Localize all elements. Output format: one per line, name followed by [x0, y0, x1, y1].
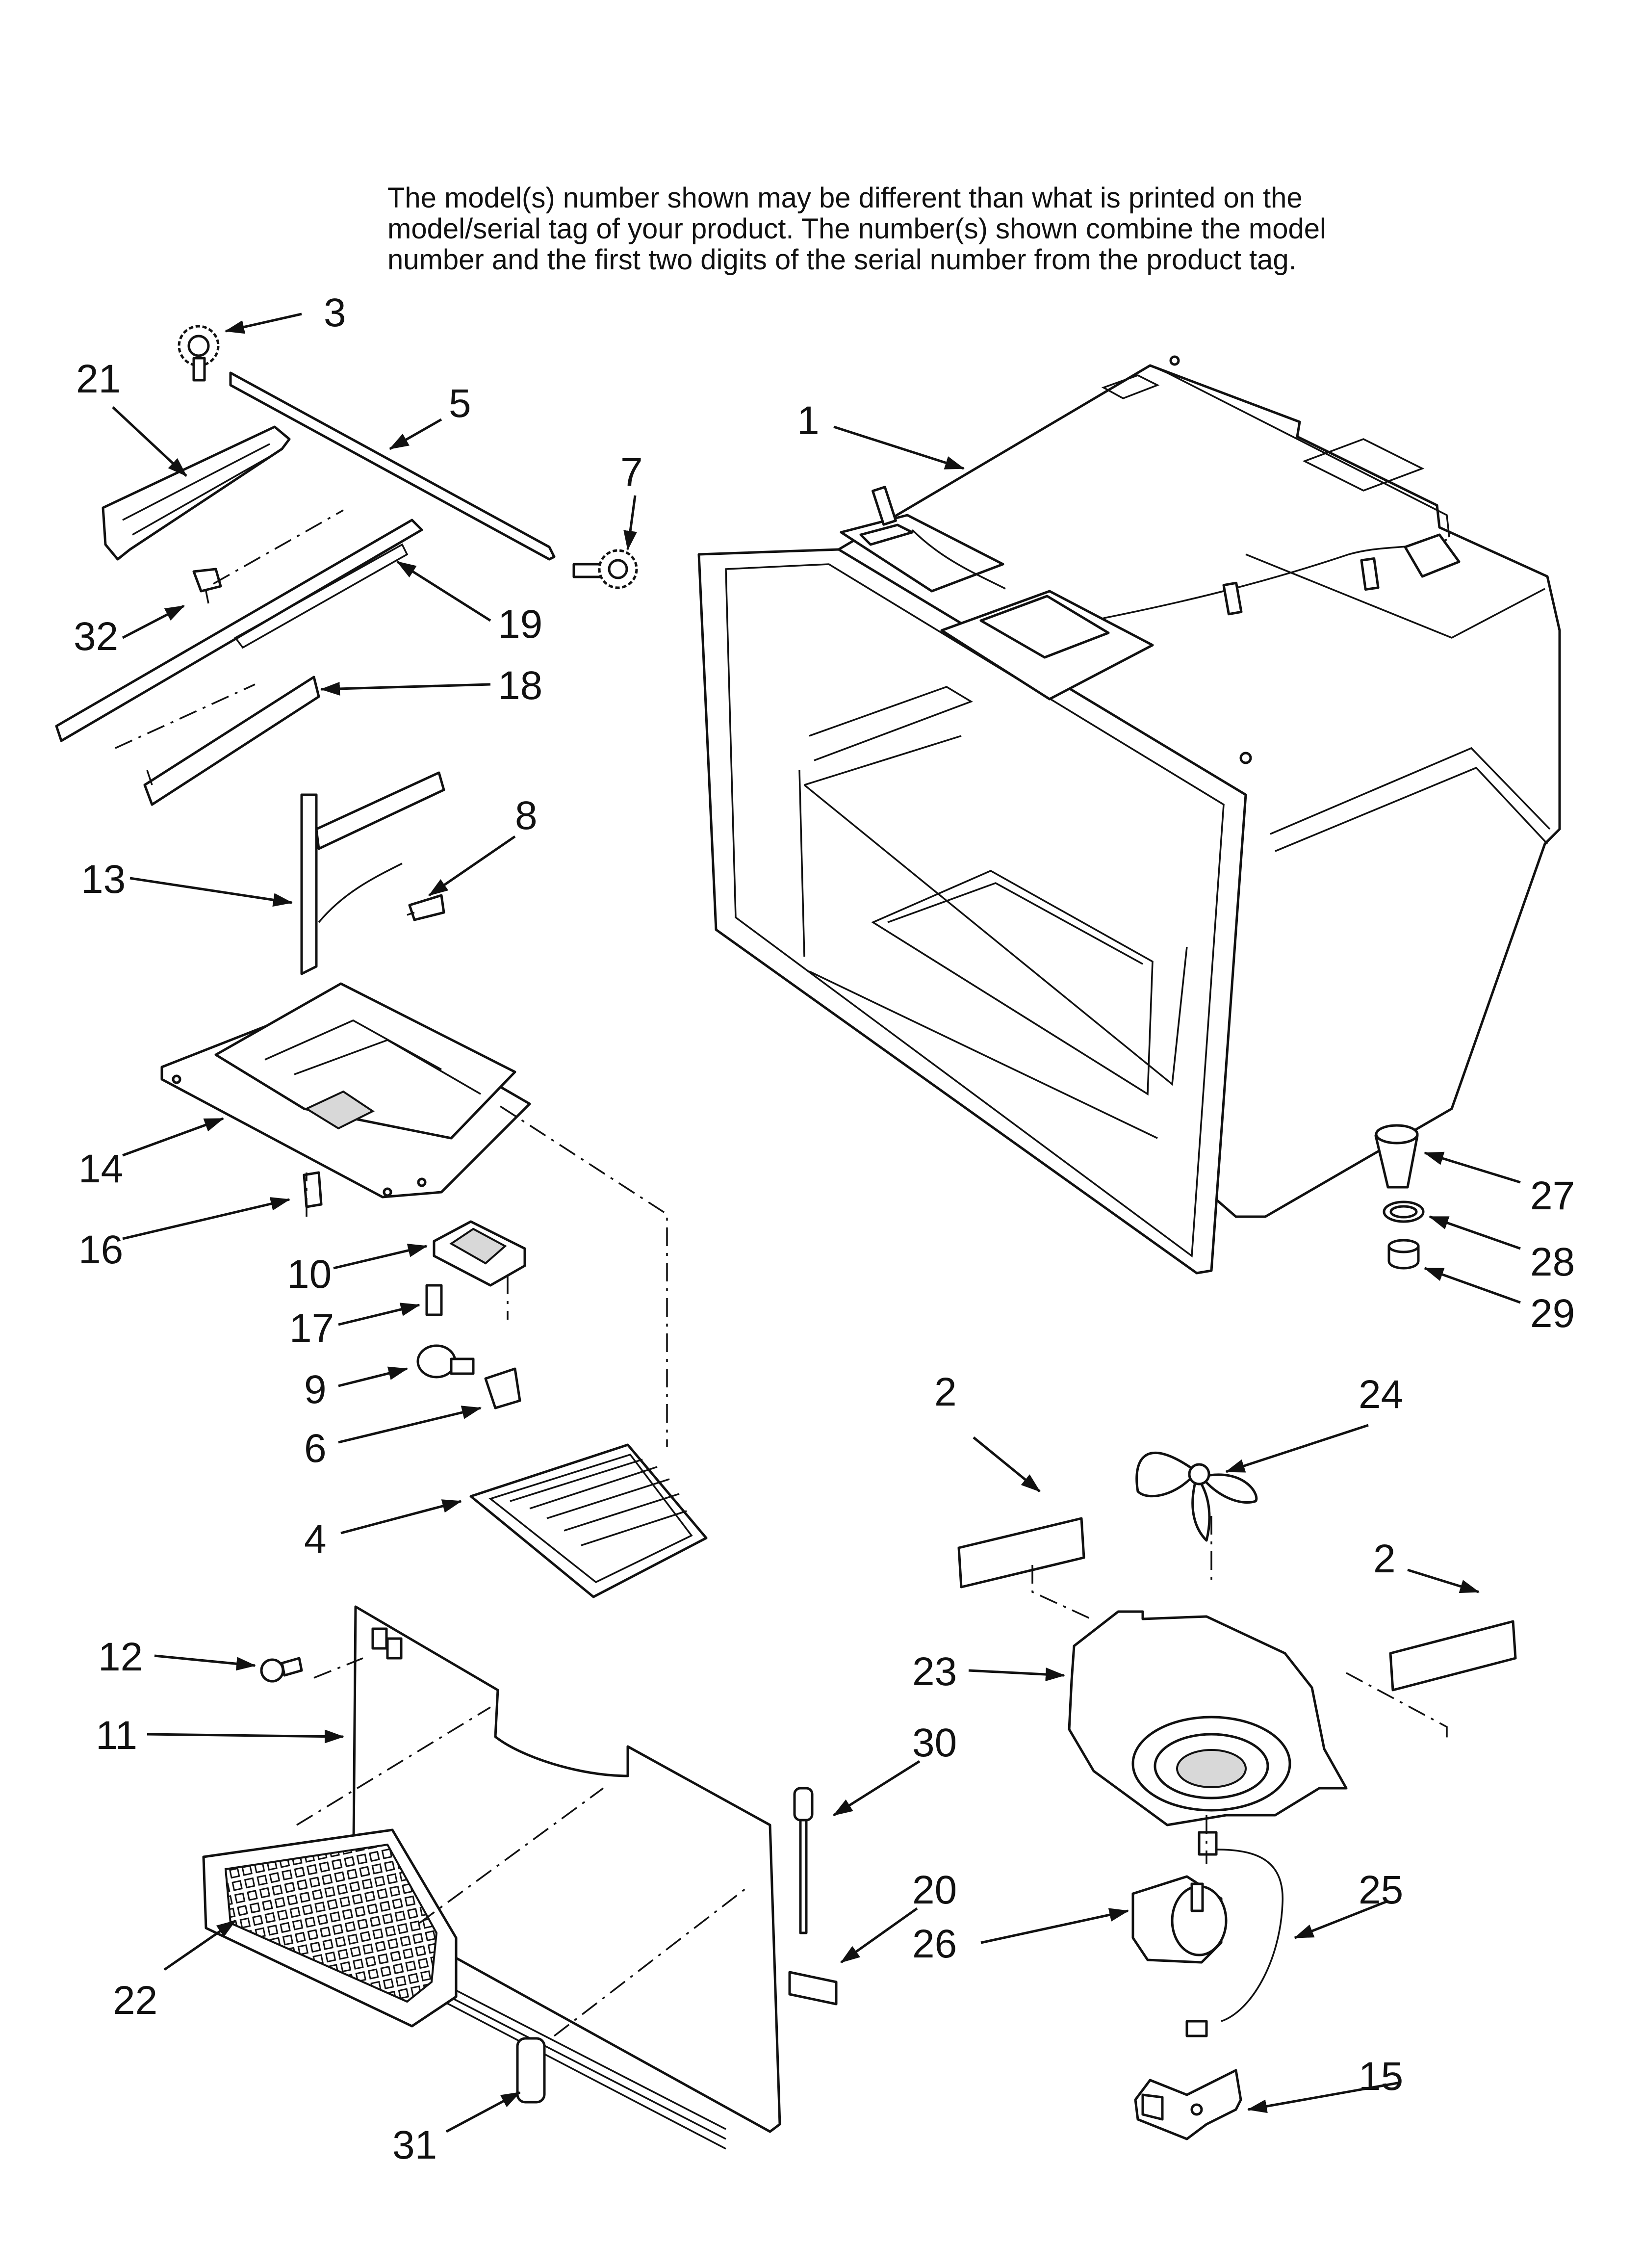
callout-18: 18: [498, 663, 542, 708]
part-14-tray-housing: [160, 982, 531, 1199]
callout-8: 8: [515, 793, 538, 838]
part-3-gear: [178, 325, 220, 382]
callout-23: 23: [912, 1649, 957, 1694]
part-4-grille-cover: [469, 1443, 708, 1598]
callout-16: 16: [78, 1227, 123, 1272]
notice-line-1: The model(s) number shown may be differe…: [387, 182, 1303, 214]
part-30-thermistor: [793, 1787, 814, 1934]
callout-labels: 1 2 2 3 4 5 6 7 8 9 10 11 12 13 14 15 16…: [74, 290, 1575, 2167]
callout-19: 19: [498, 602, 542, 647]
callout-10: 10: [287, 1252, 332, 1297]
part-9-bulb: [416, 1344, 475, 1379]
part-19-rail: [55, 519, 423, 742]
part-17-screw: [425, 1284, 443, 1316]
part-26-fan-motor: [1131, 1875, 1228, 1964]
part-15-motor-bracket: [1134, 2020, 1242, 2140]
part-25-motor-harness: [1198, 1831, 1283, 2022]
part-20-foam-strip: [788, 1971, 838, 2006]
part-24-fan-blade: [1135, 1451, 1258, 1542]
part-2-insulation-left: [957, 1517, 1085, 1589]
callout-26: 26: [912, 1922, 957, 1966]
notice-line-2: model/serial tag of your product. The nu…: [387, 213, 1326, 245]
callout-2-right: 2: [1373, 1537, 1396, 1581]
callout-leaders: [112, 313, 1521, 2133]
callout-27: 27: [1530, 1173, 1575, 1218]
callout-28: 28: [1530, 1240, 1575, 1284]
callout-7: 7: [620, 450, 643, 495]
callout-6: 6: [304, 1426, 327, 1471]
callout-9: 9: [304, 1367, 327, 1412]
notice-line-3: number and the first two digits of the s…: [387, 244, 1297, 276]
part-22-front-grille: [202, 1828, 458, 2028]
part-32-screw: [192, 568, 222, 604]
assembly-alignment-lines: [115, 509, 1448, 2037]
part-2-insulation-right: [1389, 1620, 1517, 1692]
callout-11: 11: [96, 1713, 137, 1758]
callout-21: 21: [76, 357, 121, 401]
callout-20: 20: [912, 1868, 957, 1912]
callout-22: 22: [113, 1978, 157, 2023]
part-28-o-ring: [1383, 1200, 1425, 1223]
callout-32: 32: [74, 614, 118, 659]
callout-25: 25: [1359, 1868, 1403, 1912]
callout-30: 30: [912, 1721, 957, 1765]
callout-15: 15: [1359, 2054, 1403, 2099]
callout-14: 14: [78, 1147, 123, 1191]
part-13-side-bracket: [300, 771, 445, 975]
callout-31: 31: [392, 2123, 437, 2167]
part-10-light-lens: [433, 1220, 526, 1287]
part-29-grommet: [1387, 1239, 1420, 1270]
part-16-clip: [303, 1171, 323, 1208]
callout-2-left: 2: [934, 1370, 957, 1414]
callout-12: 12: [98, 1635, 143, 1679]
part-12-screw: [260, 1657, 303, 1683]
part-21-slide-bracket: [102, 425, 291, 561]
part-23-fan-shroud: [1068, 1610, 1348, 1826]
part-1-freezer-liner: [697, 355, 1561, 1275]
callout-17: 17: [289, 1306, 334, 1351]
part-18-rail: [143, 676, 320, 806]
model-number-notice: The model(s) number shown may be differe…: [387, 182, 1466, 275]
callout-29: 29: [1530, 1291, 1575, 1336]
callout-3: 3: [324, 290, 346, 335]
callout-1: 1: [797, 398, 820, 443]
part-31-clip: [516, 2037, 546, 2104]
part-8-screw: [407, 894, 445, 921]
part-6-socket: [484, 1367, 521, 1409]
callout-24: 24: [1359, 1372, 1403, 1417]
callout-5: 5: [449, 381, 471, 426]
callout-13: 13: [81, 857, 126, 902]
part-7-gear: [572, 549, 638, 589]
part-27-cap: [1374, 1124, 1419, 1189]
part-5-rod: [229, 371, 556, 561]
callout-4: 4: [304, 1517, 327, 1562]
